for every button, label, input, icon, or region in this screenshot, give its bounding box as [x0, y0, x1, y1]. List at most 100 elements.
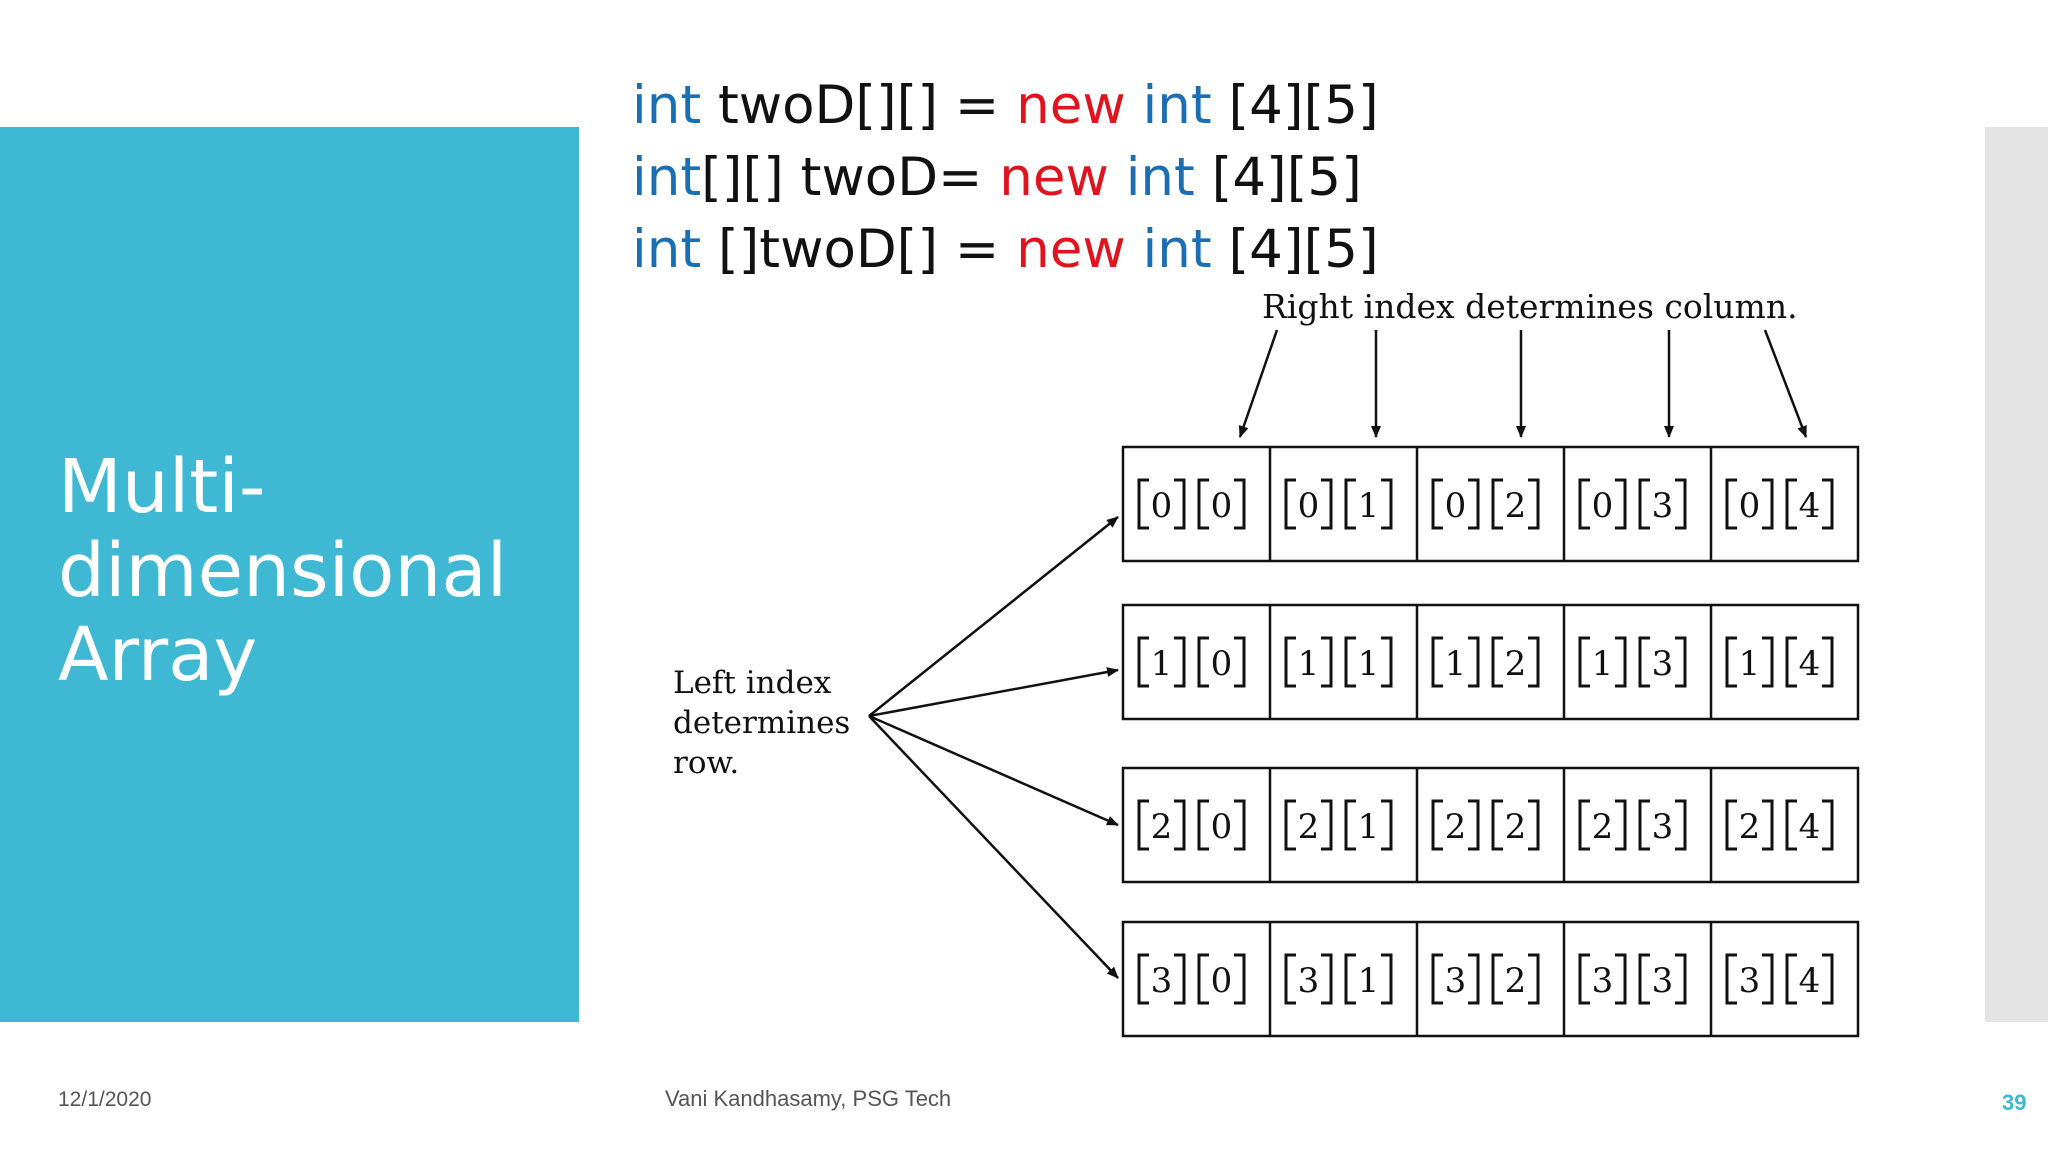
bracket — [1725, 636, 1774, 688]
col-index-label: 4 — [1799, 961, 1821, 1001]
row-index-label: 1 — [1445, 644, 1467, 684]
col-index-label: 1 — [1358, 961, 1380, 1001]
row-arrow — [868, 516, 1119, 717]
bracket — [1578, 478, 1627, 530]
col-index-label: 3 — [1652, 807, 1674, 847]
keyword-type: int — [1125, 147, 1195, 208]
bracket — [1491, 478, 1540, 530]
col-index-label: 1 — [1358, 644, 1380, 684]
col-index-label: 4 — [1799, 486, 1821, 526]
keyword-new: new — [1016, 219, 1126, 280]
keyword-type: int — [632, 219, 702, 280]
slide-title: Multi- dimensional Array — [58, 445, 558, 697]
bracket — [1725, 799, 1774, 851]
row-index-label: 3 — [1592, 961, 1614, 1001]
col-index-label: 0 — [1211, 486, 1233, 526]
keyword-type: int — [1142, 219, 1212, 280]
bracket — [1197, 636, 1246, 688]
row-index-label: 2 — [1151, 807, 1173, 847]
bracket — [1197, 478, 1246, 530]
code-text: [][] twoD= — [701, 147, 1000, 208]
bracket — [1491, 636, 1540, 688]
title-panel — [0, 127, 579, 1022]
left-index-label-line: Left index — [673, 665, 832, 701]
bracket — [1638, 478, 1687, 530]
col-index-label: 1 — [1358, 807, 1380, 847]
bracket — [1785, 953, 1834, 1005]
col-index-label: 4 — [1799, 644, 1821, 684]
row-arrow — [868, 715, 1119, 979]
code-text: [4][5] — [1211, 219, 1379, 280]
col-index-label: 2 — [1505, 644, 1527, 684]
bracket — [1638, 636, 1687, 688]
row-index-label: 0 — [1298, 486, 1320, 526]
bracket — [1491, 953, 1540, 1005]
row-index-label: 0 — [1592, 486, 1614, 526]
col-index-label: 4 — [1799, 807, 1821, 847]
row-index-label: 3 — [1445, 961, 1467, 1001]
bracket — [1284, 636, 1333, 688]
col-index-label: 3 — [1652, 644, 1674, 684]
footer-date: 12/1/2020 — [58, 1088, 152, 1111]
keyword-new: new — [1016, 75, 1126, 136]
bracket — [1344, 636, 1393, 688]
code-line-2: int[][] twoD= new int [4][5] — [632, 142, 1379, 214]
bracket — [1431, 799, 1480, 851]
row-index-label: 2 — [1445, 807, 1467, 847]
footer-author: Vani Kandhasamy, PSG Tech — [665, 1086, 952, 1111]
row-index-label: 1 — [1151, 644, 1173, 684]
row-index-label: 0 — [1445, 486, 1467, 526]
col-index-label: 2 — [1505, 807, 1527, 847]
bracket — [1725, 953, 1774, 1005]
row-index-label: 0 — [1739, 486, 1761, 526]
code-block: int twoD[][] = new int [4][5] int [][] tw… — [632, 70, 1379, 286]
bracket — [1785, 636, 1834, 688]
column-arrow — [1763, 329, 1808, 438]
bracket — [1431, 636, 1480, 688]
bracket — [1344, 799, 1393, 851]
col-index-label: 0 — [1211, 961, 1233, 1001]
bracket — [1137, 636, 1186, 688]
left-index-label-line: determines — [673, 705, 850, 741]
code-text: twoD[][] = — [701, 75, 1017, 136]
row-index-label: 3 — [1151, 961, 1173, 1001]
row-index-label: 2 — [1298, 807, 1320, 847]
page-number: 39 — [2002, 1090, 2027, 1115]
title-line: Multi- — [58, 444, 266, 530]
keyword-type: int — [1142, 75, 1212, 136]
bracket — [1785, 799, 1834, 851]
col-index-label: 0 — [1211, 644, 1233, 684]
bracket — [1638, 799, 1687, 851]
row-index-label: 2 — [1592, 807, 1614, 847]
col-index-label: 3 — [1652, 486, 1674, 526]
bracket — [1578, 799, 1627, 851]
col-index-label: 3 — [1652, 961, 1674, 1001]
row-index-label: 1 — [1298, 644, 1320, 684]
bracket — [1785, 478, 1834, 530]
row-index-label: 3 — [1739, 961, 1761, 1001]
bracket — [1491, 799, 1540, 851]
col-index-label: 1 — [1358, 486, 1380, 526]
code-text: []twoD[] = — [701, 219, 1017, 280]
row-index-label: 1 — [1739, 644, 1761, 684]
code-text: [4][5] — [1211, 75, 1379, 136]
